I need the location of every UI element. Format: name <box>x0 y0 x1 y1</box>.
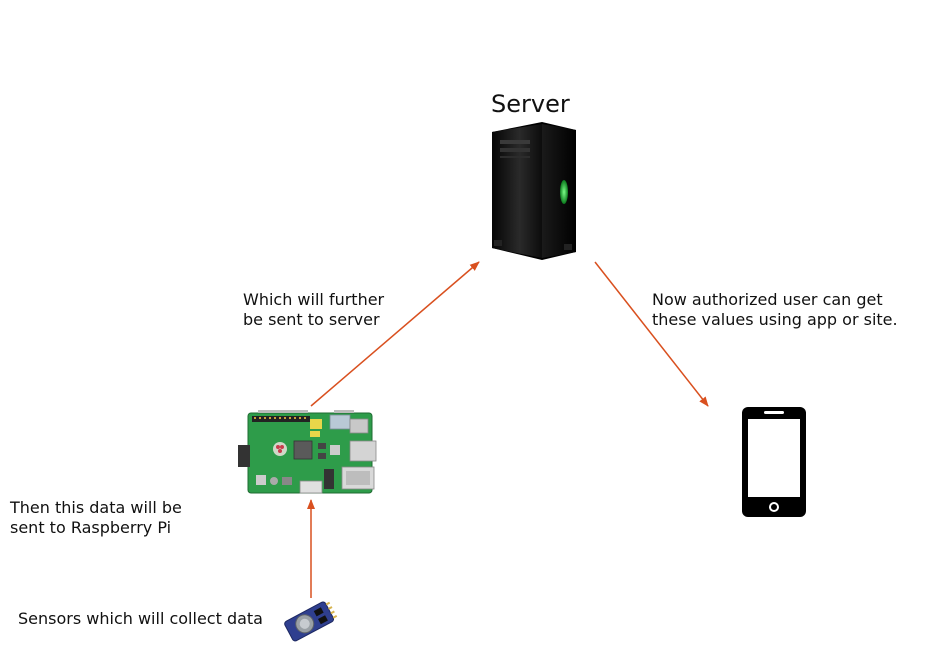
label-user-access: Now authorized user can get these values… <box>652 290 898 329</box>
label-sent-to-raspberry-pi: Then this data will be sent to Raspberry… <box>10 498 182 537</box>
smartphone-icon <box>742 407 806 517</box>
gas-sensor-module-icon <box>284 601 338 642</box>
server-title: Server <box>491 90 570 118</box>
raspberry-pi-board-icon <box>238 410 377 494</box>
arrow-pi-to-server <box>310 261 480 407</box>
arrow-server-to-phone <box>594 261 709 407</box>
label-sensors: Sensors which will collect data <box>18 609 263 628</box>
server-tower-icon <box>492 122 576 260</box>
label-sent-to-server: Which will further be sent to server <box>243 290 385 329</box>
